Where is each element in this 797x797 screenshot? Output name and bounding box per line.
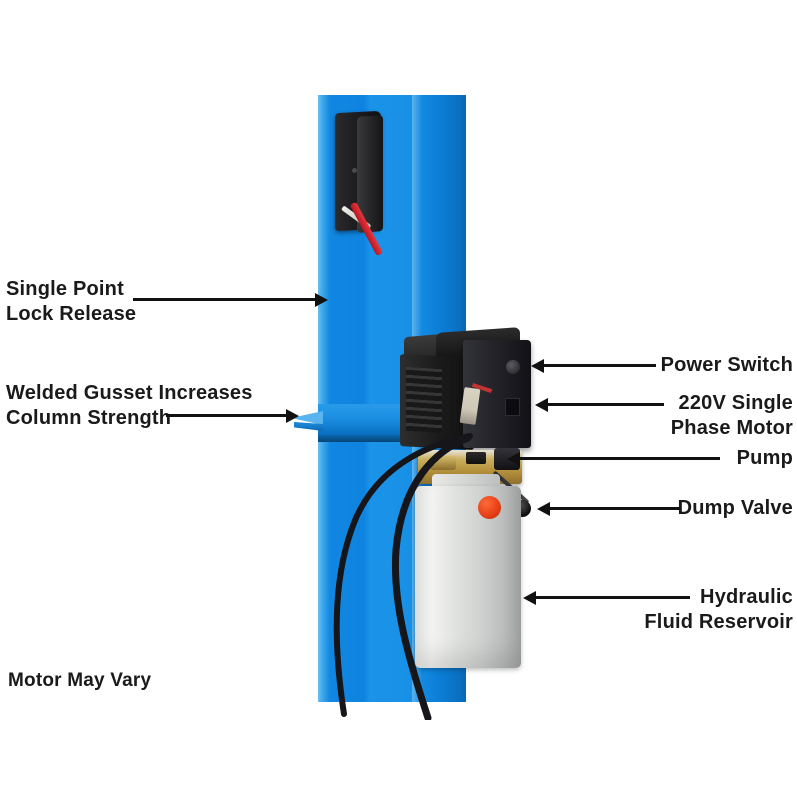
arrow-head-icon <box>286 408 299 423</box>
label-pump: Pump <box>736 447 793 469</box>
motor-may-vary-note: Motor May Vary <box>8 670 152 691</box>
arrow-head-icon <box>537 501 550 516</box>
arrow-head-icon <box>535 397 548 412</box>
leader-arrow-dump-valve <box>537 501 680 516</box>
leader-arrow-single-point-lock-release <box>133 292 328 307</box>
reservoir-fill-cap <box>478 496 501 519</box>
power-switch-plate <box>505 398 520 416</box>
leader-arrow-power-switch <box>531 358 656 373</box>
label-single-point-lock-release: Single Point Lock Release <box>6 278 137 325</box>
label-hydraulic-fluid-reservoir: Hydraulic Fluid Reservoir <box>644 586 793 633</box>
welded-gusset-wedge <box>291 405 323 441</box>
power-switch-knob <box>506 360 520 374</box>
arrow-head-icon <box>315 292 328 307</box>
gusset-side-face <box>294 422 323 431</box>
arrow-head-icon <box>531 358 544 373</box>
label-welded-gusset: Welded Gusset Increases Column Strength <box>6 382 253 429</box>
gusset-top-face <box>291 411 323 425</box>
label-dump-valve: Dump Valve <box>677 497 793 519</box>
arrow-head-icon <box>507 451 520 466</box>
leader-arrow-pump <box>507 451 720 466</box>
leader-arrow-motor <box>535 397 664 412</box>
label-motor: 220V Single Phase Motor <box>670 392 793 439</box>
leader-arrow-hydraulic-fluid-reservoir <box>523 590 690 605</box>
label-power-switch: Power Switch <box>660 354 793 376</box>
lock-release-screw <box>352 168 357 173</box>
arrow-head-icon <box>523 590 536 605</box>
leader-arrow-welded-gusset <box>166 408 299 423</box>
pump-brass-fitting <box>430 456 456 470</box>
motor-cooling-fins <box>406 366 442 434</box>
